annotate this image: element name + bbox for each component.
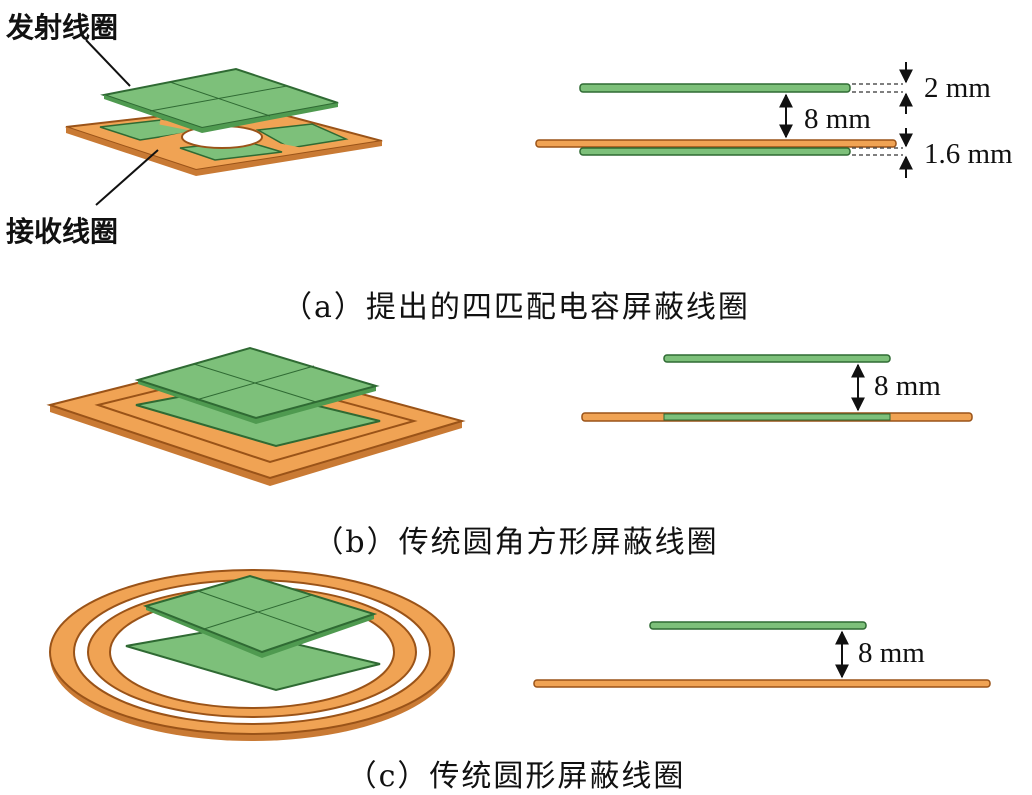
caption-c: （c）传统圆形屏蔽线圈 bbox=[346, 759, 686, 794]
tx-coil-c-seam-2 bbox=[203, 594, 313, 630]
rx-green-segment-b bbox=[663, 413, 891, 421]
panel-b-3d-view bbox=[46, 346, 466, 486]
tx-thickness-label: 2 mm bbox=[924, 72, 991, 104]
panel-a-3d-view bbox=[65, 39, 383, 206]
gap-label-c: 8 mm bbox=[858, 637, 925, 669]
tx-coil-a bbox=[100, 67, 339, 133]
panel-a-side-view bbox=[535, 62, 913, 178]
rx-green-side-bar-a bbox=[579, 147, 851, 156]
caption-a: （a）提出的四匹配电容屏蔽线圈 bbox=[282, 290, 750, 325]
gap-label-a: 8 mm bbox=[804, 103, 871, 135]
tx-coil-b-edge bbox=[138, 380, 376, 424]
tx-coil-label: 发射线圈 bbox=[6, 11, 119, 44]
tx-side-bar-c bbox=[649, 621, 867, 630]
rx-leader-line bbox=[95, 149, 159, 206]
rx-thickness-label: 1.6 mm bbox=[924, 138, 1013, 170]
tx-coil-c-edge bbox=[146, 606, 374, 658]
tx-coil-a-seam-2 bbox=[149, 85, 288, 112]
rx-side-bar-a bbox=[535, 139, 897, 148]
rx-coil-label: 接收线圈 bbox=[6, 215, 119, 248]
tx-coil-a-edge bbox=[104, 95, 338, 133]
tx-coil-b-seam-2 bbox=[195, 365, 315, 401]
tx-coil-c bbox=[142, 574, 378, 658]
panel-c-side-view bbox=[533, 621, 991, 688]
panel-c-3d-view bbox=[49, 569, 455, 741]
tx-coil-a-seam-1 bbox=[169, 81, 271, 117]
tx-leader-line bbox=[85, 39, 131, 87]
gap-label-b: 8 mm bbox=[874, 370, 941, 402]
tx-side-bar-b bbox=[663, 354, 891, 363]
rx-side-bar-c bbox=[533, 679, 991, 688]
rx-coil-a-edge bbox=[66, 127, 382, 176]
caption-b: （b）传统圆角方形屏蔽线圈 bbox=[313, 525, 719, 560]
tx-side-bar-a bbox=[579, 83, 851, 93]
tx-coil-b bbox=[134, 346, 380, 424]
rx-coil-a-green-right bbox=[255, 123, 349, 149]
panel-b-side-view bbox=[581, 354, 973, 422]
rx-coil-c-plate bbox=[125, 626, 381, 692]
